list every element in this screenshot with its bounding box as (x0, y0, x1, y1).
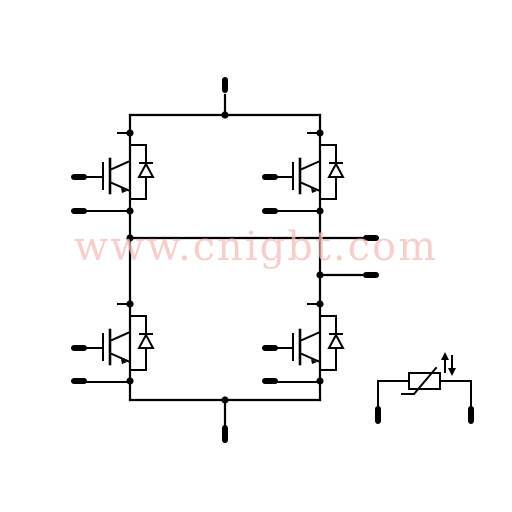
ntc-arrowheads (441, 352, 456, 376)
junction-dot (126, 234, 134, 242)
ntc-lead (439, 380, 472, 408)
ntc-lead (377, 380, 410, 408)
junction-dot (221, 111, 229, 119)
igbt-top-left (76, 131, 155, 213)
ntc-thermistor (377, 355, 472, 408)
igbt-bottom-left (76, 302, 155, 384)
ntc-slash (401, 366, 438, 395)
bus-wiring (128, 93, 364, 427)
igbt-bottom-right (266, 302, 345, 384)
junction-dot (221, 396, 229, 404)
junction-dot (316, 271, 324, 279)
igbt-top-right (266, 131, 345, 213)
junction-dots (126, 111, 324, 404)
